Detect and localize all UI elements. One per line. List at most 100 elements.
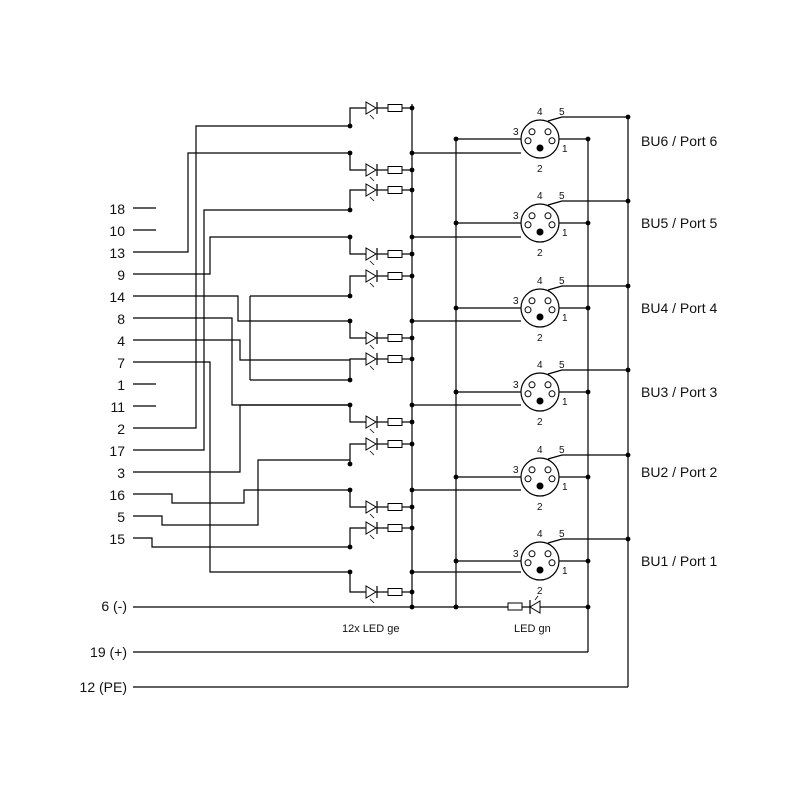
signal-wire bbox=[133, 339, 350, 361]
pin-label: 8 bbox=[117, 311, 125, 327]
signal-wire bbox=[133, 404, 350, 473]
pin-labels: 18 10 13 9 14 8 4 7 1 11 2 17 3 16 5 15 bbox=[109, 201, 125, 547]
junction-dot bbox=[585, 136, 591, 142]
connector-pin bbox=[528, 128, 536, 136]
led-branch bbox=[349, 275, 366, 296]
connector-pin bbox=[548, 137, 556, 145]
junction-dot bbox=[453, 604, 459, 610]
connector-pin-label: 5 bbox=[559, 107, 565, 118]
connector-pin bbox=[524, 137, 532, 145]
led-ge bbox=[365, 352, 403, 371]
led-gn bbox=[507, 595, 541, 614]
junction-dot bbox=[409, 251, 415, 257]
diode bbox=[365, 521, 377, 535]
pin-label: 10 bbox=[109, 223, 125, 239]
diode bbox=[365, 352, 377, 366]
connector-pin-label: 2 bbox=[537, 248, 543, 259]
connector-pin bbox=[537, 483, 543, 489]
port-label: BU2 / Port 2 bbox=[641, 464, 717, 480]
connector-pin bbox=[548, 306, 556, 314]
signal-wire bbox=[133, 236, 350, 275]
connector-pin-label: 4 bbox=[537, 276, 543, 287]
junction-dot bbox=[409, 402, 415, 408]
connector-pin-label: 2 bbox=[537, 586, 543, 597]
connector-pin-label: 1 bbox=[562, 144, 568, 155]
pin-label: 17 bbox=[109, 443, 125, 459]
connector-pin-label: 2 bbox=[537, 417, 543, 428]
diode bbox=[365, 437, 377, 451]
pin-label: 14 bbox=[109, 289, 125, 305]
pin-label: 7 bbox=[117, 355, 125, 371]
arrow bbox=[369, 534, 375, 540]
connector-pin bbox=[544, 550, 552, 558]
connector-pin-label: 5 bbox=[559, 276, 565, 287]
connector-pin-label: 3 bbox=[513, 296, 519, 307]
pin-label: 9 bbox=[117, 267, 125, 283]
junction-dot bbox=[409, 419, 415, 425]
connector-pin bbox=[537, 229, 543, 235]
arrow bbox=[369, 260, 375, 266]
junction-dot bbox=[347, 402, 353, 408]
signal-wire bbox=[133, 152, 350, 253]
connector-pin bbox=[537, 398, 543, 404]
connector-pin bbox=[524, 221, 532, 229]
connector-pin-label: 3 bbox=[513, 465, 519, 476]
connector-pin bbox=[548, 221, 556, 229]
resistor bbox=[387, 440, 403, 448]
junction-dot bbox=[347, 293, 353, 299]
junction-dot bbox=[347, 318, 353, 324]
junction-dot bbox=[409, 335, 415, 341]
resistor bbox=[387, 272, 403, 280]
led-ge bbox=[365, 101, 403, 120]
connector-pin bbox=[528, 466, 536, 474]
led-ge bbox=[365, 500, 403, 519]
diode bbox=[365, 415, 377, 429]
pin-label: 11 bbox=[110, 399, 125, 415]
led-ge bbox=[365, 183, 403, 202]
arrow bbox=[369, 196, 375, 202]
junction-dot bbox=[409, 525, 415, 531]
junction-dot bbox=[453, 305, 459, 311]
signal-wire bbox=[133, 317, 350, 406]
signal-wire bbox=[133, 361, 350, 573]
junction-dot bbox=[585, 389, 591, 395]
pin-label: 5 bbox=[117, 509, 125, 525]
pe-wire bbox=[547, 200, 628, 206]
junction-dot bbox=[347, 461, 353, 467]
connector-pin bbox=[528, 381, 536, 389]
resistor bbox=[387, 186, 403, 194]
resistor bbox=[507, 602, 523, 611]
arrow bbox=[369, 176, 375, 182]
junction-dot bbox=[409, 356, 415, 362]
junction-dot bbox=[409, 569, 415, 575]
junction-dot bbox=[625, 536, 631, 542]
led-branch bbox=[349, 405, 366, 423]
signal-wire bbox=[133, 125, 350, 429]
connector-pin bbox=[544, 381, 552, 389]
arrow bbox=[369, 513, 375, 519]
junction-dot bbox=[585, 474, 591, 480]
connector-pin bbox=[528, 212, 536, 220]
pin-label: 13 bbox=[109, 245, 125, 261]
junction-dot bbox=[347, 569, 353, 575]
led-branch bbox=[349, 443, 366, 464]
arrow bbox=[369, 450, 375, 456]
connector-pin-label: 5 bbox=[559, 191, 565, 202]
junction-dot bbox=[409, 273, 415, 279]
diode bbox=[365, 183, 377, 197]
led-branch bbox=[349, 107, 366, 126]
connector-pin-label: 4 bbox=[537, 360, 543, 371]
port-label: BU5 / Port 5 bbox=[641, 215, 717, 231]
connector-pin bbox=[548, 475, 556, 483]
diode bbox=[365, 269, 377, 283]
resistor bbox=[387, 355, 403, 363]
port-label: BU1 / Port 1 bbox=[641, 553, 717, 569]
pin-label: 15 bbox=[109, 531, 125, 547]
connector-pin bbox=[524, 475, 532, 483]
junction-dot bbox=[409, 504, 415, 510]
connector-pin-label: 3 bbox=[513, 549, 519, 560]
